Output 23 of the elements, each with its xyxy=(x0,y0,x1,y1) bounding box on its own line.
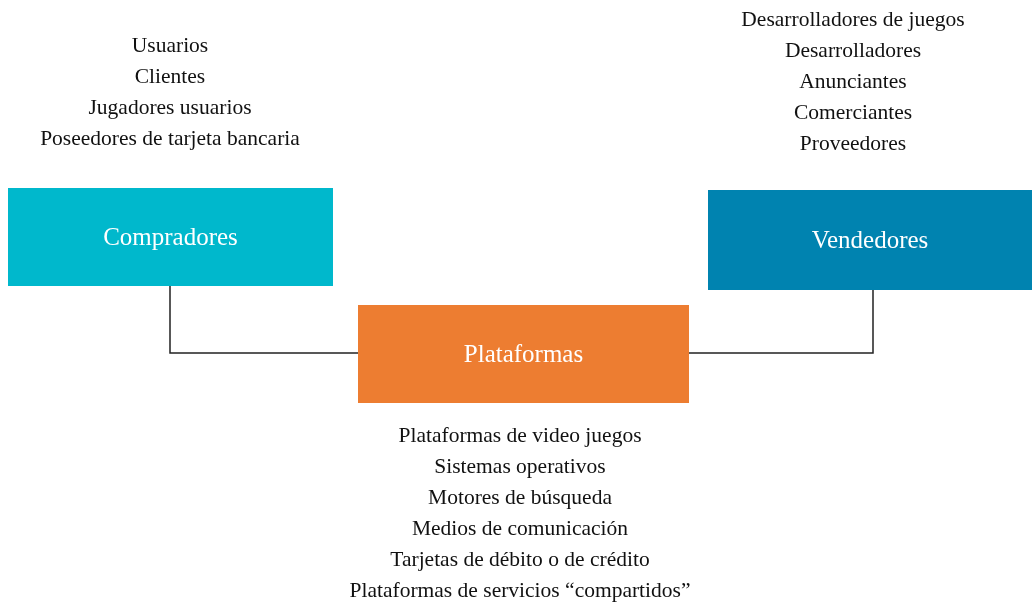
box-title: Vendedores xyxy=(811,226,929,254)
list-item: Plataformas de servicios “compartidos” xyxy=(349,577,691,604)
list-item: Tarjetas de débito o de crédito xyxy=(390,546,650,573)
list-item: Proveedores xyxy=(799,130,907,157)
list-item: Jugadores usuarios xyxy=(88,94,252,121)
list-item: Desarrolladores xyxy=(784,37,922,64)
connector-line xyxy=(688,289,874,354)
list-item: Sistemas operativos xyxy=(434,453,606,480)
list-item: Plataformas de video juegos xyxy=(398,422,642,449)
category-box xyxy=(358,305,689,403)
list-item: Comerciantes xyxy=(793,99,913,126)
list-item: Anunciantes xyxy=(799,68,907,95)
list-item: Clientes xyxy=(134,63,206,90)
list-item: Poseedores de tarjeta bancaria xyxy=(40,125,300,152)
list-item: Usuarios xyxy=(131,32,209,59)
category-box xyxy=(708,190,1032,290)
list-item: Desarrolladores de juegos xyxy=(741,6,965,33)
connector-line xyxy=(169,285,359,354)
box-title: Compradores xyxy=(103,223,238,251)
category-box xyxy=(8,188,333,286)
box-title: Plataformas xyxy=(463,340,584,368)
list-item: Medios de comunicación xyxy=(411,515,629,542)
list-item: Motores de búsqueda xyxy=(428,484,612,511)
